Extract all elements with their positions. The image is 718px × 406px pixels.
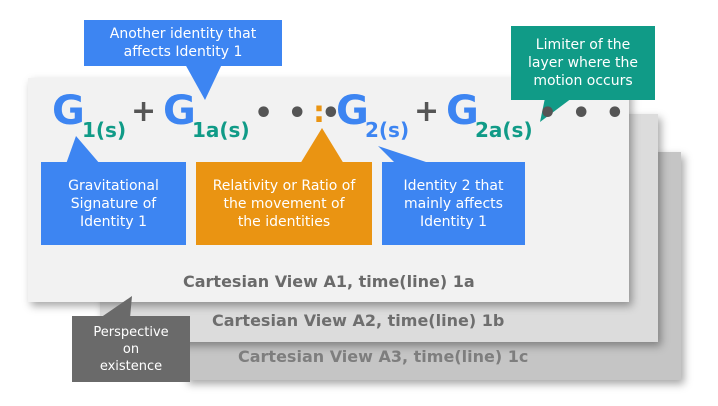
- g-symbol-2: G: [163, 88, 196, 134]
- g-symbol-3: G: [336, 88, 369, 134]
- perspective-callout-tail: [100, 296, 132, 318]
- cartesian-view-a3-label: Cartesian View A3, time(line) 1c: [238, 347, 529, 366]
- callout-relativity-ratio: Relativity or Ratio of the movement of t…: [196, 162, 372, 245]
- subscript-2s: 2(s): [365, 118, 410, 142]
- callout-gravitational-signature: Gravitational Signature of Identity 1: [41, 162, 186, 245]
- plus-sign-1: +: [131, 94, 157, 129]
- identity2-callout-tail: [378, 146, 432, 164]
- callout-limiter: Limiter of the layer where the motion oc…: [511, 26, 655, 100]
- subscript-1s: 1(s): [82, 118, 127, 142]
- cartesian-view-a1-label: Cartesian View A1, time(line) 1a: [183, 272, 475, 291]
- limiter-callout-tail: [540, 98, 572, 122]
- ratio-colon: :: [313, 95, 325, 130]
- relativity-callout-tail: [300, 128, 344, 164]
- g-symbol-4: G: [446, 88, 479, 134]
- cartesian-view-a2-label: Cartesian View A2, time(line) 1b: [212, 311, 505, 330]
- plus-sign-2: +: [414, 94, 440, 129]
- g-symbol-1: G: [52, 88, 85, 134]
- identity-callout-tail: [185, 64, 222, 100]
- callout-identity-2: Identity 2 that mainly affects Identity …: [382, 162, 525, 245]
- subscript-1as: 1a(s): [192, 118, 250, 142]
- ellipsis-1: • • •: [254, 96, 343, 131]
- callout-perspective: Perspective on existence: [72, 316, 190, 382]
- gravitational-formula: G 1(s) + G 1a(s) • • • : G 2(s) + G 2a(s…: [0, 0, 718, 160]
- ellipsis-2: • • •: [538, 96, 627, 131]
- gravitational-callout-tail: [66, 136, 100, 164]
- callout-another-identity: Another identity that affects Identity 1: [84, 20, 282, 66]
- subscript-2as: 2a(s): [475, 118, 533, 142]
